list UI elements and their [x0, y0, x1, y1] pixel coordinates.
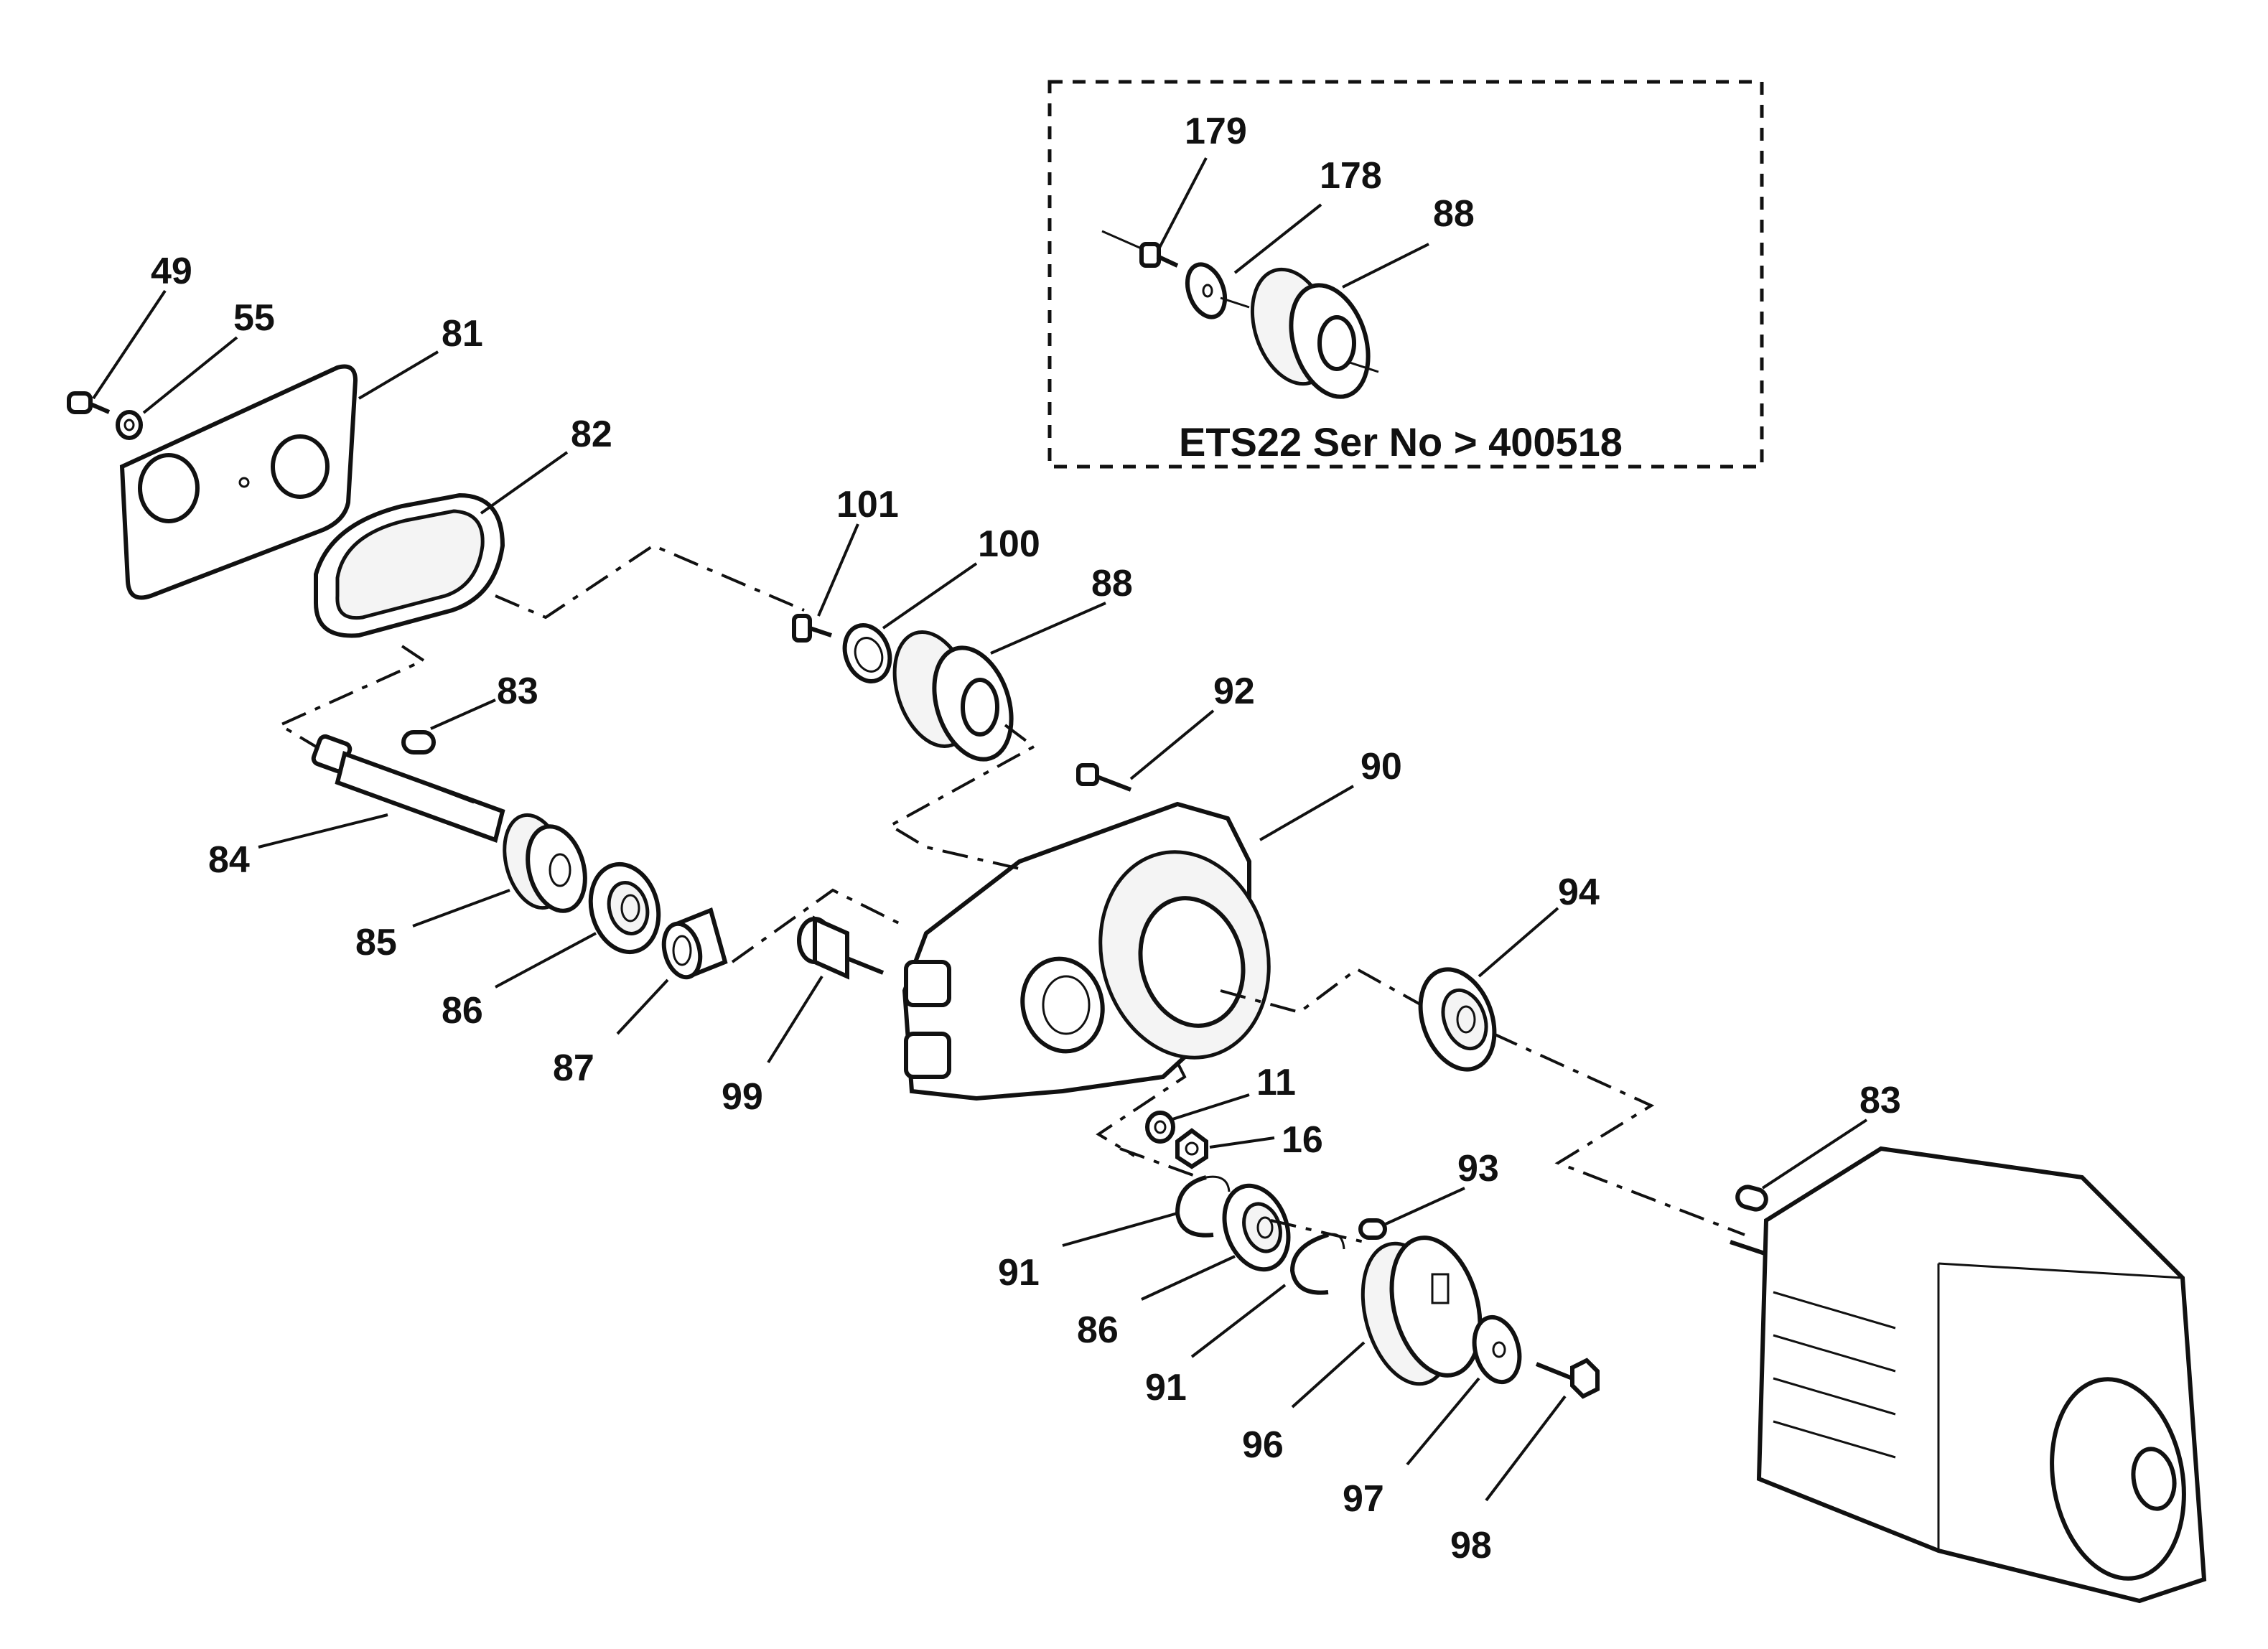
callout-88-inset: 88 [1433, 193, 1475, 235]
key-83-upper [401, 730, 436, 755]
counterweight-96 [1361, 1235, 1483, 1386]
bearing-94 [1418, 967, 1497, 1072]
inset-screw-179 [1101, 230, 1179, 268]
gear-housing-90 [902, 801, 1271, 1101]
centerlines [276, 543, 1745, 1243]
callout-88: 88 [1091, 563, 1133, 604]
screw-92 [1076, 763, 1132, 792]
circlip-91-right [1289, 1233, 1345, 1295]
callout-91-left: 91 [998, 1252, 1040, 1294]
callout-98: 98 [1450, 1525, 1492, 1566]
callout-85: 85 [355, 922, 397, 963]
washer-100 [842, 623, 892, 683]
bolt-98 [1535, 1358, 1600, 1399]
callout-93: 93 [1457, 1148, 1499, 1190]
bearing-86-lower [1222, 1183, 1291, 1272]
callout-96: 96 [1242, 1424, 1284, 1466]
callout-84: 84 [208, 839, 250, 881]
pulley-88 [892, 630, 1014, 762]
shaft-84 [311, 734, 505, 843]
key-83-lower [1735, 1185, 1768, 1212]
callout-55: 55 [233, 297, 275, 339]
gear-85 [503, 813, 587, 913]
inset-washer-178 [1185, 262, 1250, 319]
inset-pulley-88 [1250, 267, 1379, 399]
leader-lines [92, 157, 1868, 1502]
belt-82 [314, 492, 505, 638]
callout-99: 99 [722, 1076, 763, 1118]
callout-82: 82 [571, 414, 612, 455]
motor [1730, 1146, 2207, 1604]
nut-16 [1175, 1128, 1208, 1169]
spacer-87 [661, 907, 728, 980]
callout-94: 94 [1558, 872, 1600, 913]
callout-16: 16 [1282, 1119, 1323, 1161]
washer-11 [1145, 1111, 1175, 1144]
screw-49 [67, 391, 111, 414]
key-93 [1358, 1218, 1387, 1240]
callout-90: 90 [1361, 746, 1402, 788]
callout-86-lower: 86 [1077, 1309, 1119, 1351]
cover-plate-81 [119, 364, 358, 600]
inset-box: ETS22 Ser No > 400518 [1047, 80, 1764, 469]
callout-labels: 179 178 88 49 55 81 82 101 100 88 83 92 … [151, 111, 1901, 1566]
callout-91-right: 91 [1145, 1367, 1187, 1409]
screw-101 [792, 614, 832, 643]
callout-100: 100 [978, 523, 1040, 565]
eccentric-pin-99 [797, 915, 885, 980]
callout-83-lower: 83 [1859, 1080, 1901, 1121]
bearing-86-upper [588, 861, 661, 955]
callout-86-upper: 86 [442, 990, 483, 1032]
callout-101: 101 [836, 484, 899, 525]
callout-92: 92 [1213, 671, 1255, 712]
callout-87: 87 [553, 1047, 594, 1089]
circlip-91-left [1175, 1175, 1231, 1238]
inset-note: ETS22 Ser No > 400518 [1179, 419, 1623, 464]
callout-49: 49 [151, 251, 192, 292]
washer-55 [116, 410, 143, 440]
callout-83-upper: 83 [497, 671, 538, 712]
callout-179: 179 [1185, 111, 1247, 152]
callout-97: 97 [1343, 1478, 1384, 1520]
callout-11: 11 [1256, 1062, 1296, 1103]
callout-81: 81 [442, 313, 483, 355]
callout-178: 178 [1320, 155, 1382, 197]
washer-97 [1472, 1314, 1522, 1385]
